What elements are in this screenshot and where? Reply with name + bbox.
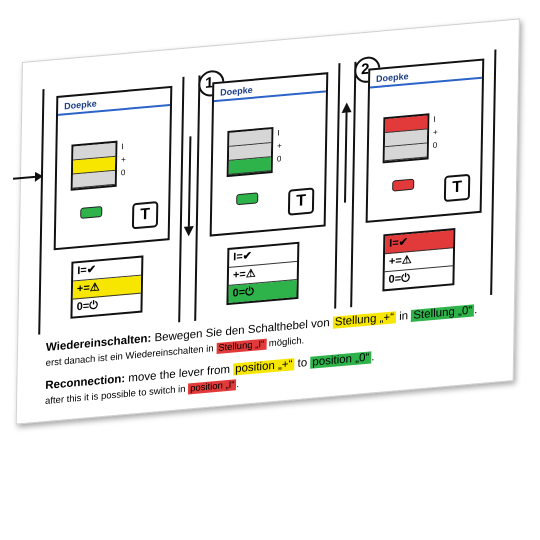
- arrow-down-icon: [183, 136, 194, 237]
- instruction-label: Doepke I + 0 T I=✔ +=⚠: [12, 18, 520, 425]
- lever-segment-bottom: [384, 143, 427, 162]
- brand-logo: Doepke: [57, 88, 171, 116]
- panel-state-plus: Doepke I + 0 T I=✔ +=⚠: [12, 76, 185, 335]
- position-scale: I + 0: [121, 140, 126, 179]
- scale-i: I: [277, 128, 280, 138]
- brand-logo: Doepke: [213, 74, 327, 103]
- legend-table: I=✔ +=⚠ 0=⏻: [226, 241, 300, 306]
- position-scale: I + 0: [277, 126, 282, 165]
- scale-zero: 0: [276, 154, 282, 164]
- status-led-red: [392, 178, 415, 192]
- english-text: .: [236, 379, 240, 391]
- english-text: to: [294, 356, 311, 371]
- lever: [226, 126, 274, 178]
- arrow-right-icon: [12, 171, 43, 182]
- highlight-zero: position „0“: [310, 351, 372, 369]
- breaker-device: Doepke I + 0 T: [209, 72, 329, 237]
- lever: [382, 113, 430, 164]
- status-led-green: [80, 205, 103, 219]
- arrow-up-icon: [341, 102, 352, 203]
- lever-segment-zero: [228, 157, 271, 175]
- lever: [70, 140, 118, 191]
- scale-zero: 0: [120, 167, 126, 178]
- scale-plus: +: [432, 127, 438, 137]
- scale-zero: 0: [432, 140, 438, 151]
- label-content: Doepke I + 0 T I=✔ +=⚠: [12, 49, 500, 407]
- test-button: T: [287, 187, 315, 216]
- highlight-i: Stellung „I“: [216, 338, 267, 355]
- breaker-device: Doepke I + 0 T: [365, 58, 485, 223]
- german-text: möglich.: [266, 335, 305, 350]
- scale-i: I: [121, 142, 124, 152]
- scale-i: I: [433, 114, 436, 124]
- test-button: T: [131, 201, 159, 230]
- highlight-i: position „I“: [188, 379, 237, 395]
- legend-table: I=✔ +=⚠ 0=⏻: [70, 255, 144, 319]
- scale-plus: +: [121, 154, 126, 165]
- lever-segment-bottom: [72, 170, 115, 189]
- breaker-device: Doepke I + 0 T: [53, 85, 173, 251]
- status-led-green: [236, 192, 259, 206]
- highlight-plus: position „+“: [233, 358, 295, 376]
- legend-table: I=✔ +=⚠ 0=⏻: [382, 228, 456, 292]
- panel-state-zero: 1. Doepke I + 0: [183, 63, 341, 321]
- german-text: .: [474, 304, 478, 317]
- english-text: .: [371, 351, 375, 364]
- position-scale: I + 0: [433, 113, 438, 152]
- test-button: T: [443, 173, 471, 203]
- german-text: in: [395, 309, 412, 324]
- panel-state-i: 2. Doepke I + 0: [341, 49, 497, 308]
- scale-plus: +: [277, 141, 282, 151]
- brand-logo: Doepke: [369, 60, 483, 89]
